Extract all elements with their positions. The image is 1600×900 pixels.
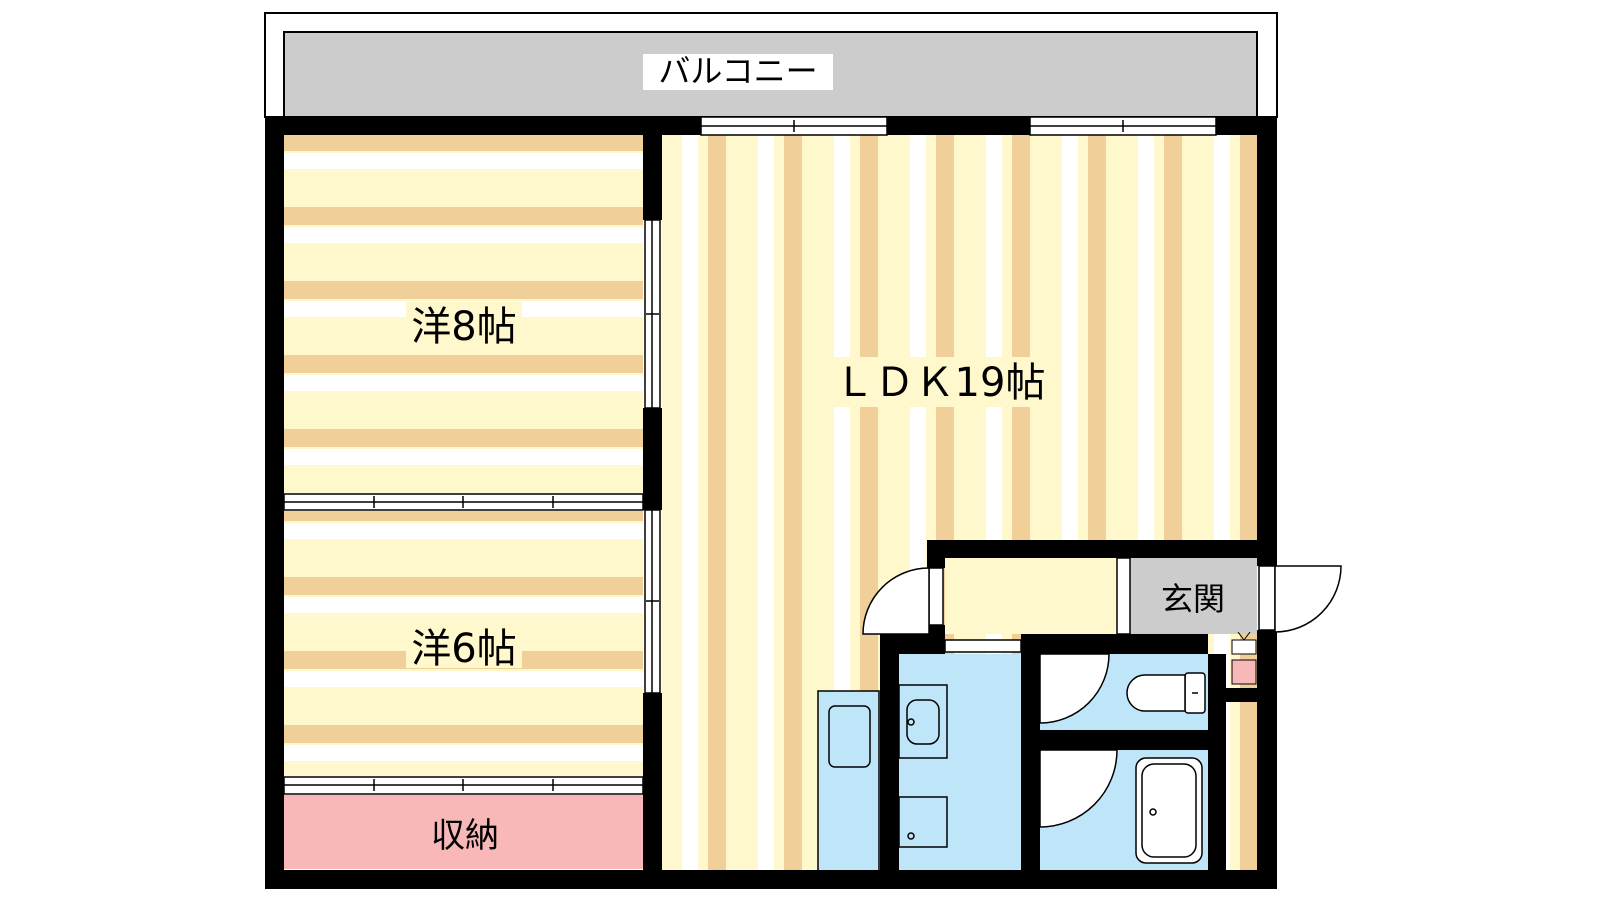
hall-floor — [945, 558, 1118, 634]
door-ldk-hall — [862, 567, 930, 635]
room6-label-bg — [406, 622, 522, 668]
western-room-6-label: 洋6帖 — [411, 626, 516, 672]
washbasin-bowl — [906, 699, 940, 745]
door-toilet — [1039, 653, 1110, 724]
balcony-label-bg — [643, 54, 833, 90]
ldk-label: ＬＤＫ19帖 — [835, 360, 1046, 406]
washbasin-unit — [898, 684, 948, 759]
kitchen-counter — [817, 690, 880, 872]
entrance-label: 玄関 — [1161, 580, 1225, 618]
kitchen-sink — [828, 705, 871, 768]
balcony-label: バルコニー — [658, 52, 817, 90]
walls — [265, 117, 1277, 889]
western-room-8-label: 洋8帖 — [411, 304, 516, 350]
room8-label-bg — [406, 302, 522, 348]
ldk-label-bg — [826, 357, 1056, 407]
washroom-fixtures — [898, 684, 948, 848]
bathtub-icon — [1135, 757, 1203, 864]
entrance-floor — [1130, 558, 1257, 634]
windows — [283, 116, 1217, 795]
washing-machine-space — [898, 796, 948, 848]
storage-label: 収納 — [431, 816, 499, 856]
meter-box — [1231, 631, 1257, 685]
washroom-floor — [899, 654, 1021, 870]
storage-label-bg — [420, 812, 510, 854]
balcony: バルコニー — [264, 12, 1278, 118]
toilet-icon — [1126, 672, 1206, 714]
door-bathroom — [1039, 749, 1118, 828]
doors — [862, 557, 1342, 828]
door-front-entrance — [1274, 565, 1342, 633]
